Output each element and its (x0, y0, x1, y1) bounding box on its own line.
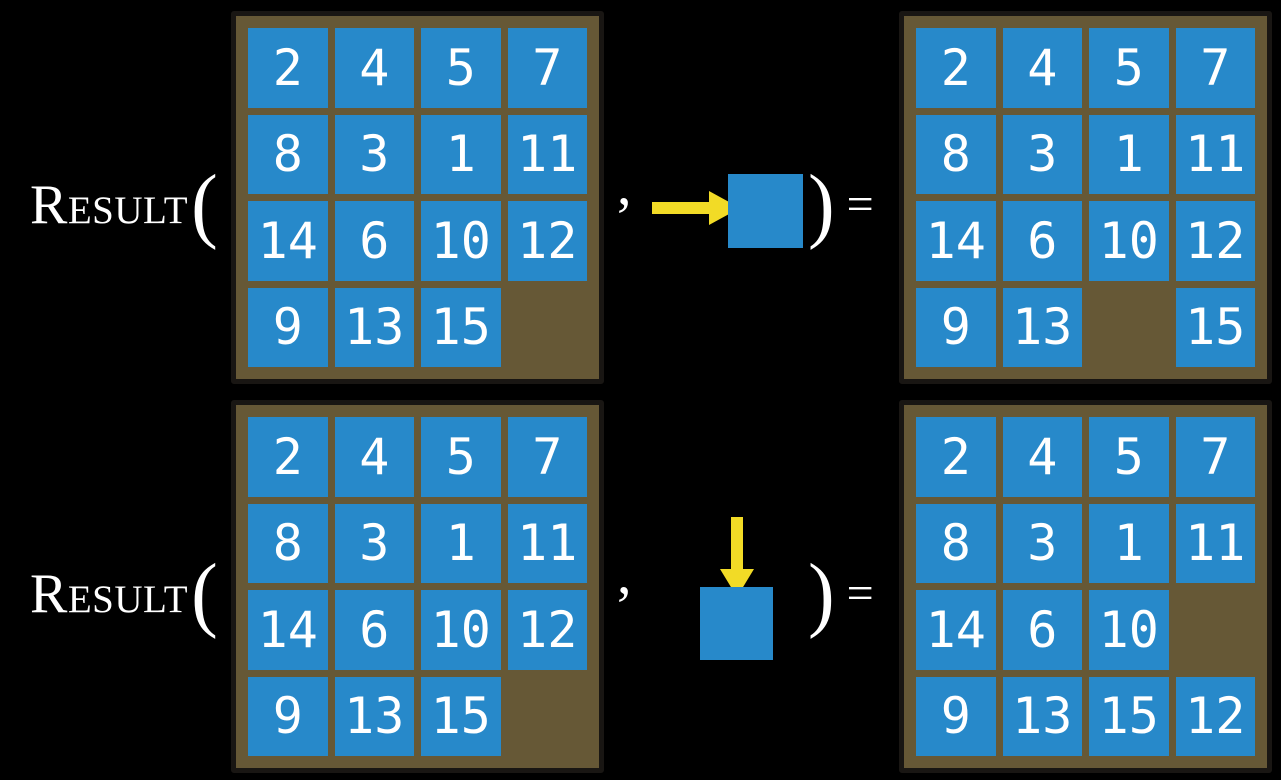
tile-5: 5 (421, 28, 501, 108)
tile-10: 10 (1089, 590, 1169, 670)
result-function-name: Result (30, 174, 189, 236)
tile-8: 8 (248, 114, 328, 194)
right-arrow-icon (652, 191, 740, 225)
tile-8: 8 (248, 503, 328, 583)
tile-3: 3 (1002, 114, 1082, 194)
tile-3: 3 (1002, 503, 1082, 583)
equals-sign: = (846, 567, 874, 620)
action-tile (700, 587, 773, 660)
tile-2: 2 (248, 28, 328, 108)
tile-3: 3 (334, 114, 414, 194)
tile-1: 1 (1089, 114, 1169, 194)
result-function-name: Result (30, 563, 189, 625)
tile-9: 9 (916, 287, 996, 367)
tile-8: 8 (916, 503, 996, 583)
tile-15: 15 (421, 676, 501, 756)
close-paren-equals: ) = (808, 544, 874, 644)
tile-9: 9 (248, 676, 328, 756)
tile-6: 6 (334, 201, 414, 281)
tile-1: 1 (421, 114, 501, 194)
tile-2: 2 (248, 417, 328, 497)
tile-6: 6 (1002, 590, 1082, 670)
tile-12: 12 (1175, 676, 1255, 756)
tile-5: 5 (1089, 417, 1169, 497)
tile-13: 13 (334, 287, 414, 367)
comma-separator: , (617, 152, 632, 217)
empty-cell (1176, 590, 1256, 670)
tile-5: 5 (421, 417, 501, 497)
tile-8: 8 (916, 114, 996, 194)
tile-13: 13 (1002, 287, 1082, 367)
open-paren: ( (191, 159, 218, 251)
result-function-label: Result( (30, 539, 218, 649)
tile-4: 4 (334, 28, 414, 108)
tile-14: 14 (916, 590, 996, 670)
tile-14: 14 (248, 201, 328, 281)
tile-13: 13 (334, 676, 414, 756)
tile-11: 11 (507, 114, 587, 194)
down-arrow-icon (720, 517, 754, 597)
tile-7: 7 (1175, 28, 1255, 108)
tile-9: 9 (248, 287, 328, 367)
tile-14: 14 (248, 590, 328, 670)
tile-2: 2 (916, 28, 996, 108)
empty-cell (508, 288, 588, 368)
open-paren: ( (191, 548, 218, 640)
tile-7: 7 (1175, 417, 1255, 497)
tile-15: 15 (1089, 676, 1169, 756)
equals-sign: = (846, 178, 874, 231)
tile-11: 11 (1175, 114, 1255, 194)
action-tile (728, 174, 803, 248)
tile-4: 4 (1002, 417, 1082, 497)
tile-10: 10 (1089, 201, 1169, 281)
tile-4: 4 (334, 417, 414, 497)
tile-3: 3 (334, 503, 414, 583)
tile-11: 11 (507, 503, 587, 583)
tile-1: 1 (1089, 503, 1169, 583)
tile-12: 12 (507, 590, 587, 670)
close-paren: ) (808, 548, 835, 640)
comma-separator: , (617, 541, 632, 606)
result-function-label: Result( (30, 150, 218, 260)
tile-7: 7 (507, 28, 587, 108)
tile-2: 2 (916, 417, 996, 497)
tile-10: 10 (421, 201, 501, 281)
empty-cell (1089, 288, 1169, 368)
tile-13: 13 (1002, 676, 1082, 756)
tile-10: 10 (421, 590, 501, 670)
tile-12: 12 (507, 201, 587, 281)
tile-7: 7 (507, 417, 587, 497)
tile-15: 15 (1175, 287, 1255, 367)
empty-cell (508, 677, 588, 757)
tile-4: 4 (1002, 28, 1082, 108)
tile-14: 14 (916, 201, 996, 281)
tile-11: 11 (1175, 503, 1255, 583)
tile-12: 12 (1175, 201, 1255, 281)
tile-9: 9 (916, 676, 996, 756)
tile-6: 6 (334, 590, 414, 670)
tile-5: 5 (1089, 28, 1169, 108)
tile-1: 1 (421, 503, 501, 583)
close-paren-equals: ) = (808, 155, 874, 255)
tile-6: 6 (1002, 201, 1082, 281)
close-paren: ) (808, 159, 835, 251)
tile-15: 15 (421, 287, 501, 367)
